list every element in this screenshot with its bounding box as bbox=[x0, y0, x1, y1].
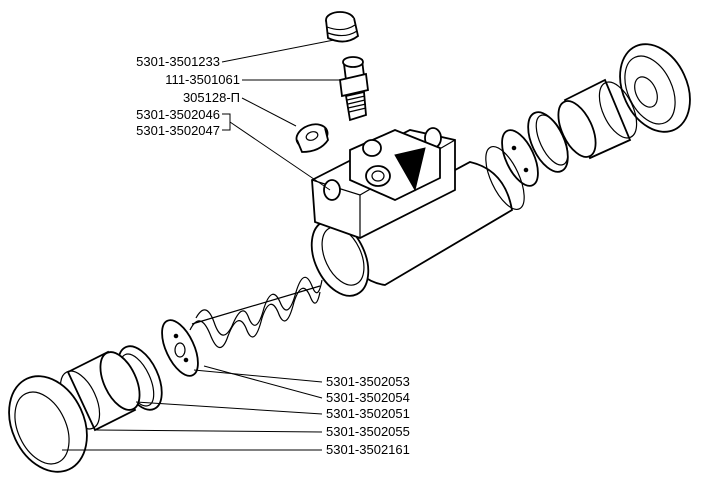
label-bushing: 305128-П bbox=[183, 90, 240, 105]
label-body-a: 5301-3502046 bbox=[136, 107, 220, 122]
bleeder-screw-part bbox=[339, 56, 369, 122]
label-body-b: 5301-3502047 bbox=[136, 123, 220, 138]
bleeder-cap-part bbox=[325, 11, 360, 43]
label-piston: 5301-3502051 bbox=[326, 406, 410, 421]
piston-right bbox=[557, 78, 638, 160]
label-bleeder-cap: 5301-3501233 bbox=[136, 54, 220, 69]
cylinder-body bbox=[310, 127, 525, 297]
seal-right bbox=[527, 111, 569, 173]
spring-cup-right bbox=[501, 129, 539, 187]
spring-part bbox=[189, 276, 323, 349]
label-bleeder-screw: 111-3501061 bbox=[165, 72, 240, 87]
label-seal: 5301-3502055 bbox=[326, 424, 410, 439]
label-spring-cup: 5301-3502053 bbox=[326, 374, 410, 389]
leader-lines bbox=[62, 39, 340, 451]
bushing-part bbox=[295, 123, 329, 153]
label-spring: 5301-3502054 bbox=[326, 390, 410, 405]
part-labels: 5301-3501233 111-3501061 305128-П 5301-3… bbox=[136, 54, 410, 457]
boot-left bbox=[8, 375, 88, 473]
label-boot: 5301-3502161 bbox=[326, 442, 410, 457]
piston-left bbox=[59, 350, 141, 432]
spring-cup-left bbox=[161, 319, 199, 377]
boot-right bbox=[619, 43, 691, 133]
